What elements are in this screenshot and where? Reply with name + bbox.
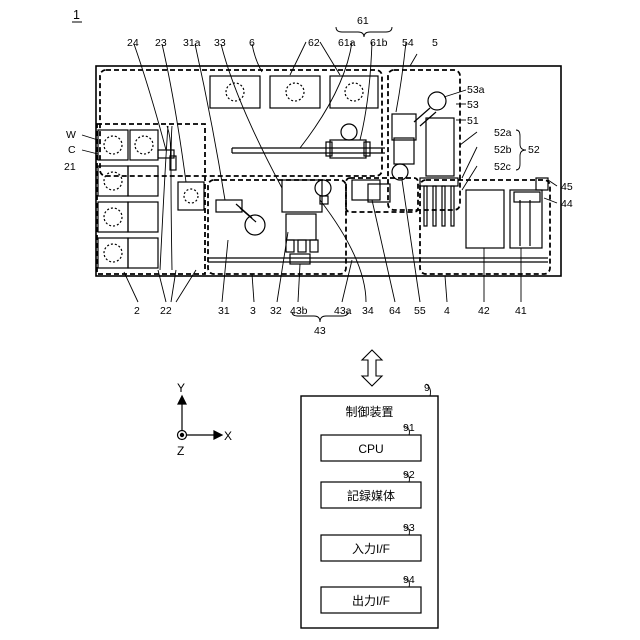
label-61b: 61b [370,37,388,49]
block-output-if-ref: 94 [403,574,415,586]
figure-number: 1 [72,8,82,22]
label-24: 24 [127,37,139,49]
brace-52 [516,130,526,170]
axis-labels: Y X Z [177,381,232,458]
brace-61 [336,27,392,37]
block-cpu-label: CPU [358,442,383,456]
label-23: 23 [155,37,167,49]
label-4: 4 [444,305,450,317]
label-3: 3 [250,305,256,317]
unit-33-32-43 [282,180,331,264]
label-5: 5 [432,37,438,49]
block-recording-medium-ref: 92 [403,469,415,481]
label-21: 21 [64,161,76,173]
label-43: 43 [314,325,326,337]
label-55: 55 [414,305,426,317]
label-52c: 52c [494,161,511,173]
label-42: 42 [478,305,490,317]
label-22: 22 [160,305,172,317]
axis-label-z: Z [177,444,184,458]
block-output-if-label: 出力I/F [352,594,390,608]
label-52b: 52b [494,144,512,156]
label-53: 53 [467,99,479,111]
transfer-unit-23 [178,182,204,210]
axis-label-x: X [224,429,232,443]
unit-64-55 [352,180,390,202]
zone-2-loader [97,124,205,274]
upper-modules-6 [210,76,378,108]
unit-52 [420,178,458,226]
label-43b: 43b [290,305,308,317]
zone-64 [346,178,418,212]
carrier-stack [98,130,176,268]
system-outer-frame [96,66,561,276]
block-input-if-ref: 93 [403,522,415,534]
coordinate-axes [178,396,223,440]
controller-title: 制御装置 [345,404,393,419]
label-C: C [68,144,76,156]
label-32: 32 [270,305,282,317]
label-31a: 31a [183,37,201,49]
block-cpu-ref: 91 [403,422,415,434]
label-34: 34 [362,305,374,317]
figure-number-text: 1 [73,8,80,22]
controller-9 [301,384,438,628]
label-2: 2 [134,305,140,317]
label-31: 31 [218,305,230,317]
axis-label-y: Y [177,381,185,395]
zone-3 [208,180,346,274]
label-6: 6 [249,37,255,49]
label-45: 45 [561,181,573,193]
label-62: 62 [308,37,320,49]
label-43a: 43a [334,305,352,317]
unit-51-53 [392,92,454,180]
label-61: 61 [357,15,369,27]
block-input-if-label: 入力I/F [352,542,390,556]
label-54: 54 [402,37,414,49]
robot-31 [216,200,265,235]
block-recording-medium-label: 記録媒体 [347,488,395,503]
label-64: 64 [389,305,401,317]
updown-arrow [362,350,382,386]
label-52a: 52a [494,127,512,139]
label-53a: 53a [467,84,485,96]
label-61a: 61a [338,37,356,49]
label-41: 41 [515,305,527,317]
label-33: 33 [214,37,226,49]
label-52: 52 [528,144,540,156]
unit-41-42-44 [466,178,548,248]
controller-ref: 9 [424,382,430,394]
label-51: 51 [467,115,479,127]
label-W: W [66,129,76,141]
controller-text: 9 制御装置 CPU 91 記録媒体 92 入力I/F 93 出力I/F 94 [345,382,430,608]
label-44: 44 [561,198,573,210]
